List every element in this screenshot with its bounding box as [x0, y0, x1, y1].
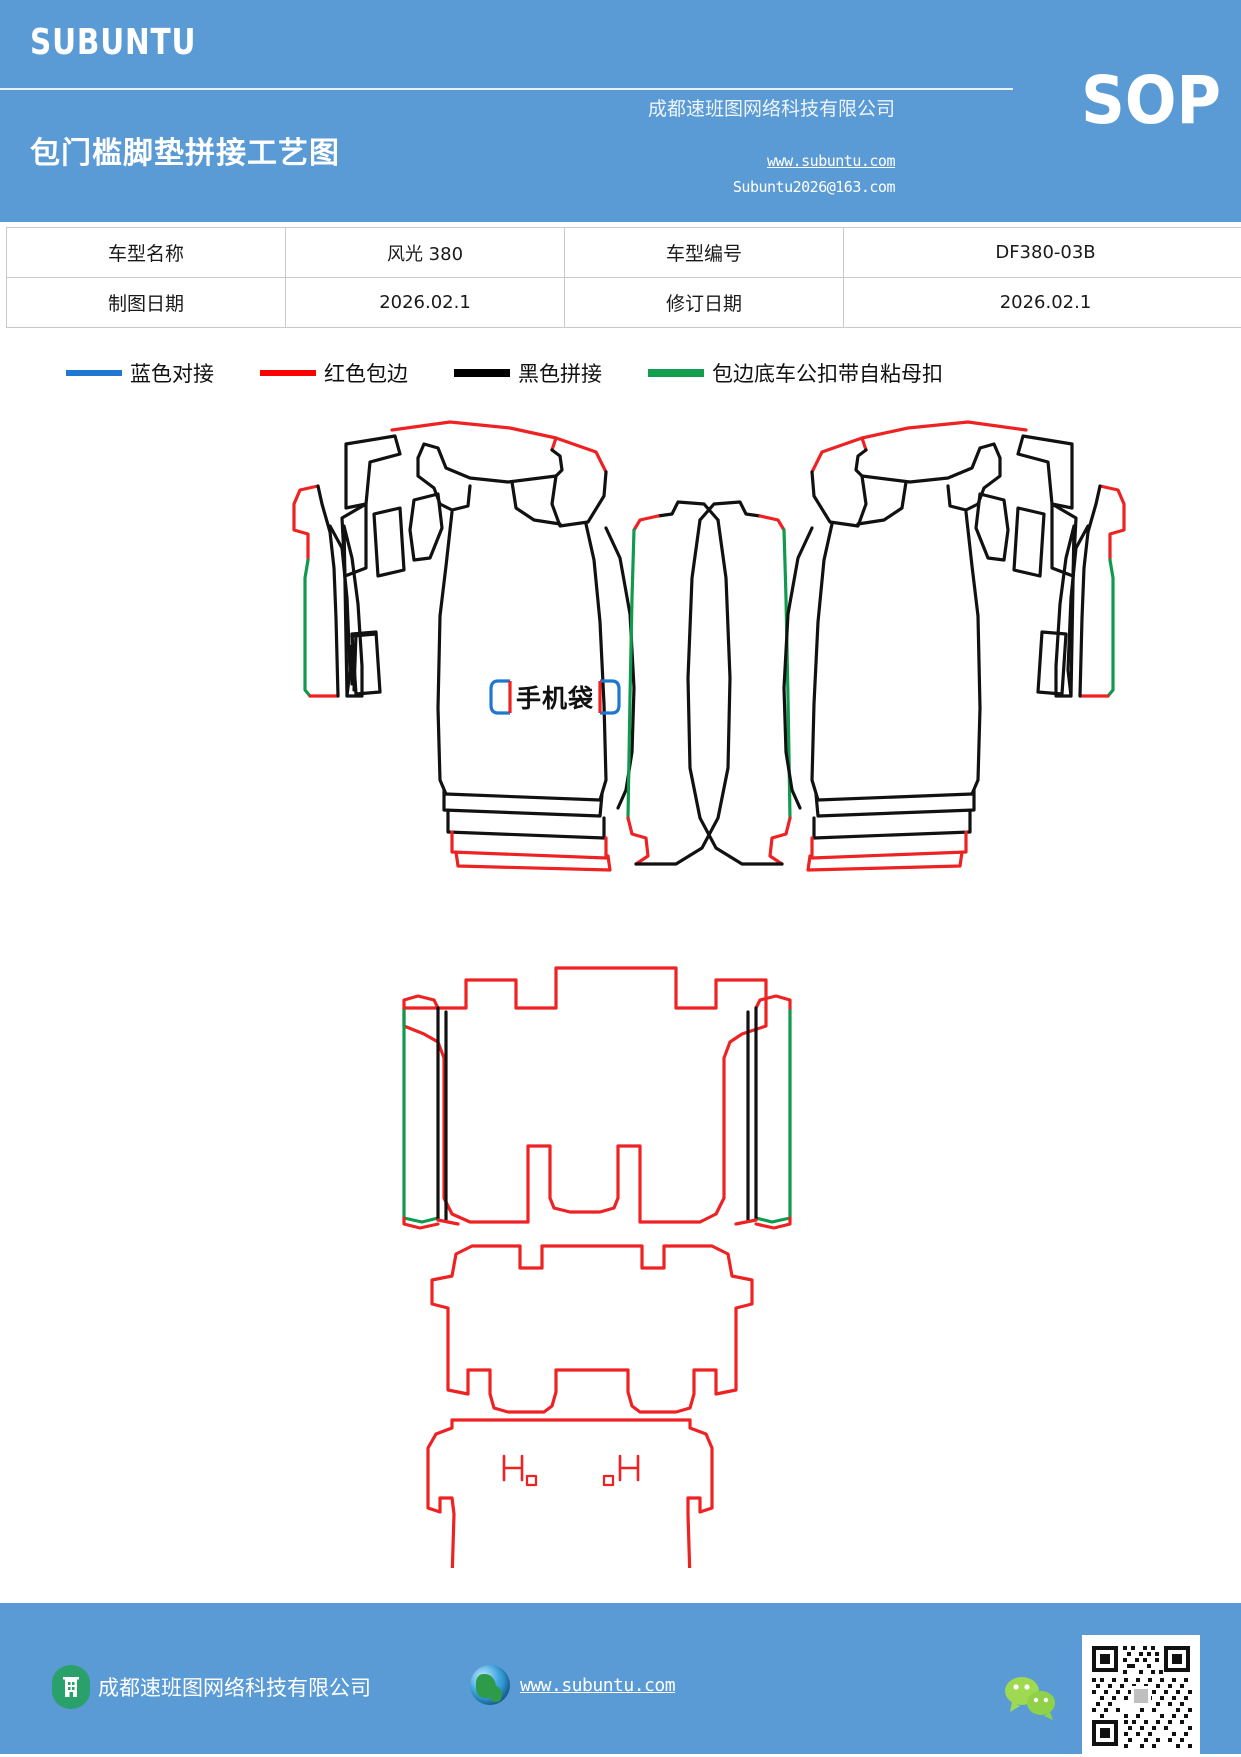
legend-label-blue: 蓝色对接 — [130, 358, 214, 388]
part-front-right-sill-assembly — [628, 422, 1124, 870]
wechat-icon — [1000, 1671, 1062, 1728]
legend-swatch-green-icon — [648, 369, 704, 377]
part-front-left-sill-assembly — [294, 422, 790, 870]
legend-label-green: 包边底车公扣带自粘母扣 — [712, 358, 943, 388]
legend: 蓝色对接 红色包边 黑色拼接 包边底车公扣带自粘母扣 — [0, 358, 1241, 398]
label-draw-date: 制图日期 — [7, 278, 286, 328]
table-row: 车型名称 风光 380 车型编号 DF380-03B — [7, 228, 1241, 278]
legend-label-red: 红色包边 — [324, 358, 408, 388]
brand-logo: SUBUNTU — [30, 22, 196, 63]
value-draw-date: 2026.02.1 — [286, 278, 565, 328]
phone-pocket-label: 手机袋 — [488, 678, 622, 716]
legend-label-black: 黑色拼接 — [518, 358, 602, 388]
header-divider — [0, 88, 1013, 90]
part-front-left-small-piece — [352, 634, 376, 636]
globe-icon — [470, 1665, 510, 1705]
vehicle-info-table: 车型名称 风光 380 车型编号 DF380-03B 制图日期 2026.02.… — [6, 227, 1241, 328]
label-model-code: 车型编号 — [565, 228, 844, 278]
label-revision-date: 修订日期 — [565, 278, 844, 328]
sop-badge: SOP — [1081, 62, 1221, 139]
header-email: Subuntu2026@163.com — [0, 178, 1013, 196]
pocket-bracket-left-icon — [488, 678, 514, 716]
part-third-row-trunk-mat — [428, 1420, 712, 1568]
drawing-canvas — [0, 408, 1241, 1568]
legend-item-black: 黑色拼接 — [454, 358, 602, 388]
part-front-row-floor-mat — [404, 968, 790, 1228]
qr-code — [1082, 1635, 1200, 1757]
value-revision-date: 2026.02.1 — [844, 278, 1241, 328]
pocket-label-text: 手机袋 — [516, 679, 594, 715]
footer-company-text: 成都速班图网络科技有限公司 — [98, 1672, 371, 1702]
page-footer: 成都速班图网络科技有限公司 www.subuntu.com — [0, 1603, 1241, 1754]
table-row: 制图日期 2026.02.1 修订日期 2026.02.1 — [7, 278, 1241, 328]
legend-item-blue: 蓝色对接 — [66, 358, 214, 388]
building-icon — [52, 1665, 90, 1709]
page-header: SUBUNTU 成都速班图网络科技有限公司 包门槛脚垫拼接工艺图 www.sub… — [0, 0, 1241, 222]
footer-website[interactable]: www.subuntu.com — [470, 1665, 675, 1705]
legend-swatch-red-icon — [260, 370, 316, 376]
legend-item-red: 红色包边 — [260, 358, 408, 388]
footer-company: 成都速班图网络科技有限公司 — [52, 1665, 371, 1709]
value-model-code: DF380-03B — [844, 228, 1241, 278]
technical-drawing — [0, 408, 1241, 1568]
header-website[interactable]: www.subuntu.com — [0, 152, 1013, 170]
header-website-text: www.subuntu.com — [767, 152, 895, 170]
legend-item-green: 包边底车公扣带自粘母扣 — [648, 358, 943, 388]
label-model-name: 车型名称 — [7, 228, 286, 278]
pocket-bracket-right-icon — [596, 678, 622, 716]
qr-code-icon — [1087, 1640, 1195, 1752]
legend-swatch-black-icon — [454, 369, 510, 377]
legend-swatch-blue-icon — [66, 370, 122, 376]
wechat-glyph-icon — [1000, 1671, 1062, 1723]
header-company-name: 成都速班图网络科技有限公司 — [0, 94, 1013, 121]
building-glyph-icon — [62, 1676, 80, 1698]
value-model-name: 风光 380 — [286, 228, 565, 278]
footer-website-text: www.subuntu.com — [520, 1675, 675, 1696]
